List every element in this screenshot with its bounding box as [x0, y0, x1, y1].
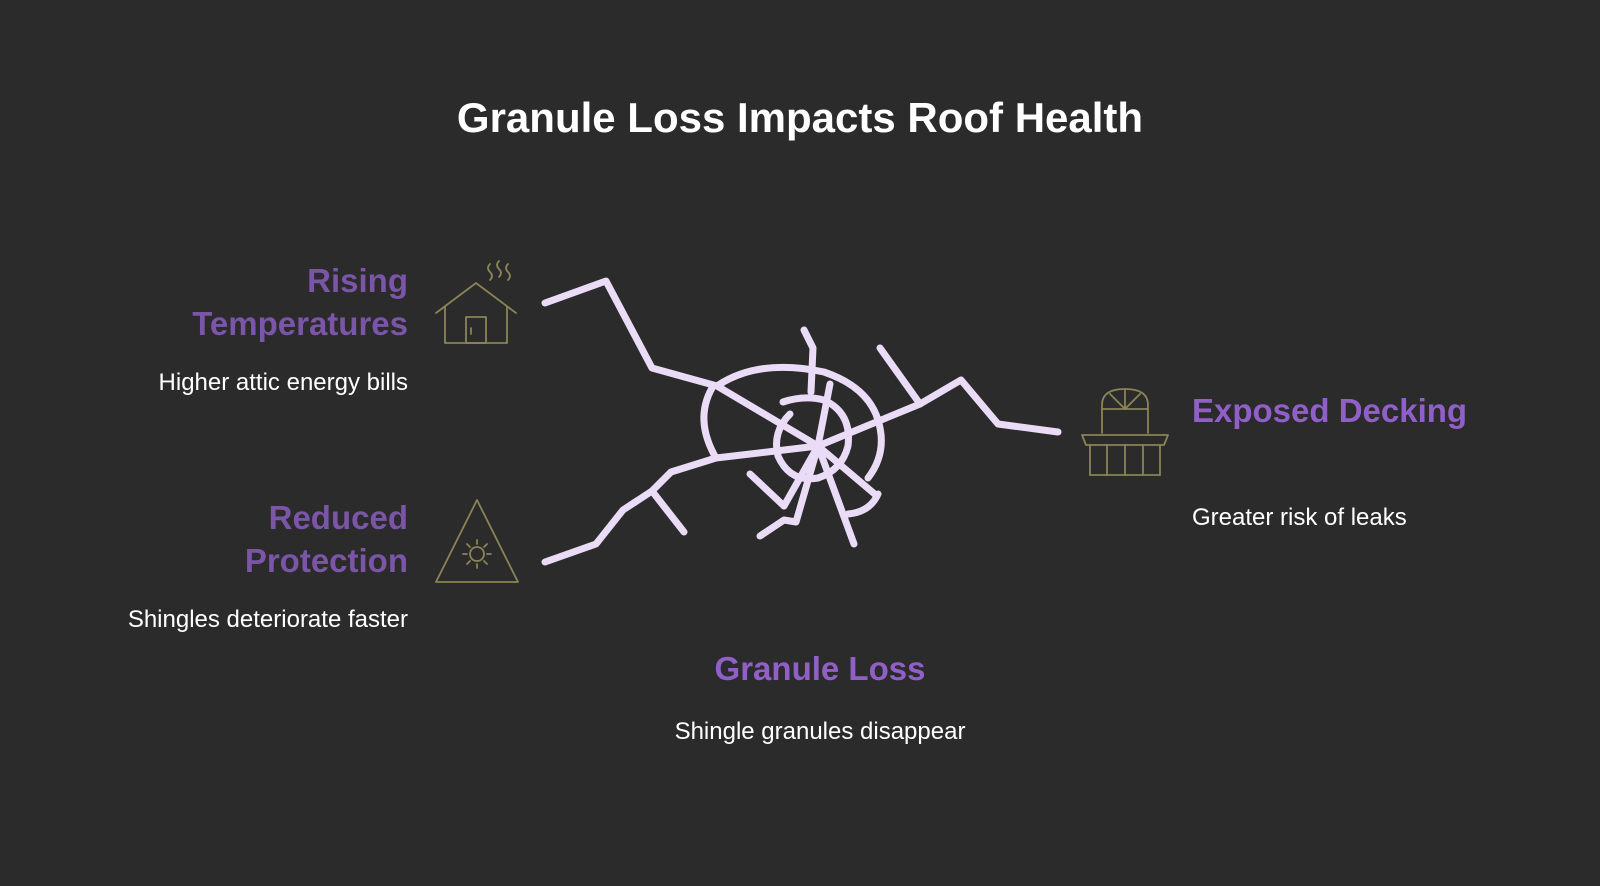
crack-line-lower-left-spur — [648, 487, 688, 536]
branch-heading-rising-temperatures: Rising Temperatures — [192, 262, 408, 342]
crack-line-upper — [800, 326, 817, 396]
sun-warning-icon — [435, 499, 519, 583]
crack-line-right-spur — [876, 344, 924, 408]
branch-heading-exposed-decking: Exposed Decking — [1192, 392, 1468, 429]
crack-radial-5 — [814, 442, 881, 500]
branch-description-exposed-decking: Greater risk of leaks — [1192, 504, 1407, 531]
crack-ring-outer — [713, 363, 885, 482]
crack-ring-outer-left — [700, 384, 720, 462]
crack-radial-3 — [814, 442, 858, 548]
crack-radial-4 — [814, 380, 834, 450]
deck-railing-icon — [1081, 388, 1169, 476]
diagram-title: Granule Loss Impacts Roof Health — [456, 94, 1144, 141]
center-description: Shingle granules disappear — [674, 718, 966, 745]
crack-radial-2 — [756, 442, 822, 540]
crack-radial-6 — [746, 470, 788, 510]
branch-description-reduced-protection: Shingles deteriorate faster — [127, 606, 408, 633]
center-heading: Granule Loss — [714, 650, 926, 687]
crack-line-right — [814, 376, 1062, 450]
hot-house-icon — [435, 260, 517, 344]
branch-description-rising-temperatures: Higher attic energy bills — [158, 369, 408, 396]
crack-line-upper-left — [541, 277, 822, 450]
branch-heading-reduced-protection: Reduced Protection — [244, 499, 408, 579]
